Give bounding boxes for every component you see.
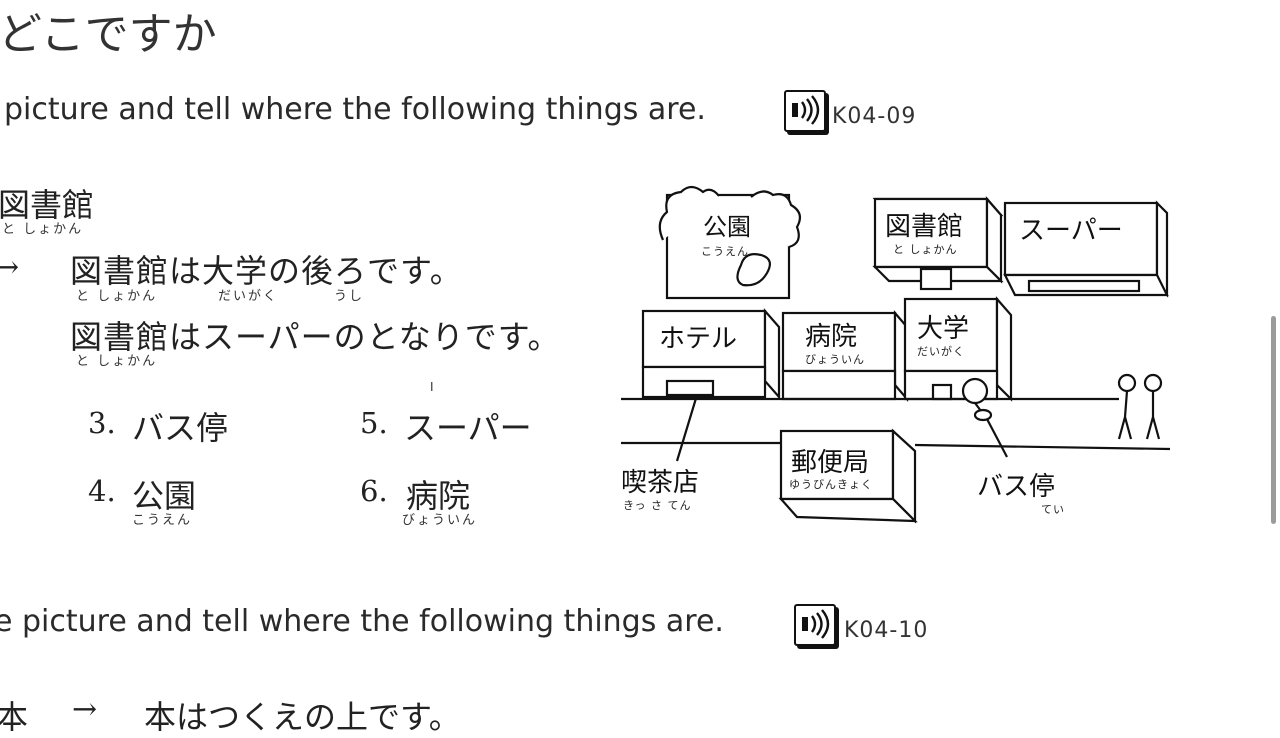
vertical-scrollbar[interactable]: [1271, 316, 1276, 524]
bottom-word: 本: [0, 698, 29, 736]
item-5-number: 5.: [360, 406, 388, 440]
map-hospital: 病院 びょういん: [781, 310, 909, 402]
cafe-reading: きっ さ てん: [623, 499, 692, 512]
park-label: 公園: [703, 213, 751, 241]
library-reading: と しょかん: [893, 243, 958, 256]
instruction-1-text: picture and tell where the following thi…: [4, 92, 706, 127]
item-6-number: 6.: [360, 474, 388, 508]
example-sentence-1: 図書館は大学の後ろです。: [70, 252, 463, 290]
map-post-office: 郵便局 ゆうびんきょく: [778, 428, 918, 524]
map-park: 公園 こうえん: [658, 185, 802, 300]
item-4-reading: こうえん: [132, 513, 193, 528]
university-reading: だいがく: [917, 344, 965, 358]
audio-icon: [792, 95, 820, 125]
item-4-label: 公園: [132, 477, 197, 515]
hospital-label: 病院: [805, 322, 857, 352]
post-office-label: 郵便局: [791, 448, 869, 478]
audio-icon: [802, 609, 830, 639]
audio-code-1: K04-09: [832, 104, 917, 129]
bottom-sentence: 本はつくえの上です。: [144, 698, 461, 736]
bus-stop-label: バス停: [977, 472, 1055, 502]
park-reading: こうえん: [701, 245, 749, 258]
text-cursor-icon: I: [430, 380, 434, 394]
map-hotel: ホテル: [641, 308, 781, 400]
item-5-label: スーパー: [404, 409, 532, 447]
audio-button-1[interactable]: [784, 90, 826, 132]
bus-stop-reading: てい: [1041, 503, 1065, 516]
bottom-arrow: →: [72, 692, 98, 727]
item-4-number: 4.: [88, 474, 116, 508]
item-6-label: 病院: [406, 477, 471, 515]
sentence-1-reading-ushi: うし: [334, 289, 365, 304]
instruction-2-text: e picture and tell where the following t…: [0, 604, 724, 639]
post-office-reading: ゆうびんきょく: [789, 478, 873, 491]
sentence-1-reading-toshokan: と しょかん: [76, 289, 158, 304]
audio-code-2: K04-10: [844, 618, 929, 643]
example-sentence-2: 図書館はスーパーのとなりです。: [70, 318, 561, 356]
map-university: 大学 だいがく: [903, 296, 1013, 402]
hospital-reading: びょういん: [805, 353, 865, 366]
page-title: どこですか: [0, 9, 217, 60]
cafe-label: 喫茶店: [621, 468, 699, 498]
university-label: 大学: [917, 314, 969, 344]
supermarket-label: スーパー: [1019, 216, 1123, 246]
example-word: 図書館: [0, 186, 95, 224]
map-supermarket: スーパー: [1003, 200, 1169, 298]
item-6-reading: びょういん: [402, 513, 478, 528]
example-arrow: →: [0, 250, 20, 285]
item-3-label: バス停: [132, 409, 229, 447]
map-library: 図書館 と しょかん: [872, 196, 1004, 291]
library-label: 図書館: [885, 212, 963, 242]
item-3-number: 3.: [88, 406, 116, 440]
sentence-1-reading-daigaku: だいがく: [218, 289, 279, 304]
map-people: [1117, 373, 1163, 440]
town-map-illustration: 公園 こうえん 図書館 と しょかん スーパー ホテル: [621, 185, 1171, 524]
example-word-reading: と しょかん: [2, 222, 84, 237]
hotel-label: ホテル: [659, 324, 737, 354]
audio-button-2[interactable]: [794, 604, 836, 646]
sentence-2-reading: と しょかん: [76, 354, 158, 369]
